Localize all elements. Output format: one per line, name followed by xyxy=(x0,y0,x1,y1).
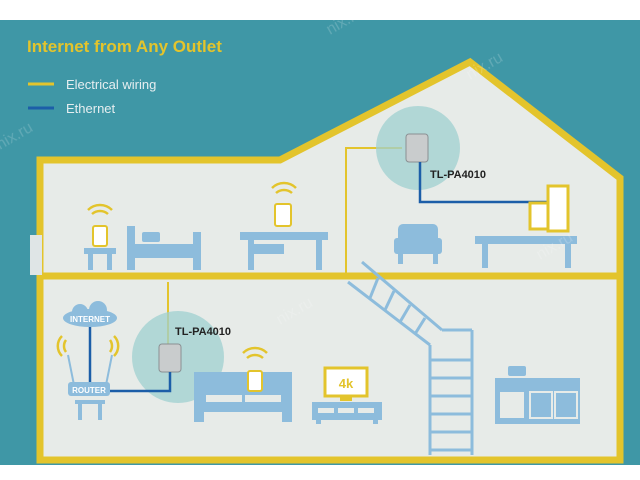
wifi-icon xyxy=(242,346,268,360)
ethernet-pc xyxy=(418,162,548,204)
phone-icon xyxy=(247,370,263,392)
adapter-label-downstairs: TL-PA4010 xyxy=(175,326,231,338)
powerline-adapter-downstairs xyxy=(158,343,182,373)
wifi-icon xyxy=(271,181,297,195)
router-icon xyxy=(67,354,113,420)
wifi-icon xyxy=(56,335,120,357)
sofa-icon xyxy=(194,372,292,422)
router-label: ROUTER xyxy=(72,386,106,395)
legend-ethernet-label: Ethernet xyxy=(66,101,116,116)
tv-icon xyxy=(323,366,369,398)
armchair-icon xyxy=(394,224,442,264)
bed-icon xyxy=(127,226,201,270)
tv-4k-badge: 4k xyxy=(339,376,354,391)
wifi-icon xyxy=(87,203,113,216)
tv-stand xyxy=(312,402,382,424)
internet-label: INTERNET xyxy=(70,315,110,324)
internet-cloud-icon xyxy=(63,301,117,327)
staircase xyxy=(347,260,474,455)
desk-upstairs xyxy=(475,236,577,244)
tablet-icon xyxy=(274,203,292,227)
kitchen-counter xyxy=(495,366,580,424)
ethernet-router xyxy=(108,372,172,393)
legend-wiring-label: Electrical wiring xyxy=(66,77,156,92)
title: Internet from Any Outlet xyxy=(27,37,222,56)
wall-outlet-box xyxy=(30,235,42,275)
powerline-adapter-upstairs xyxy=(405,133,429,163)
desk-upstairs-left xyxy=(240,232,328,270)
nightstand-left xyxy=(84,248,116,270)
tablet-icon xyxy=(92,225,108,247)
adapter-label-upstairs: TL-PA4010 xyxy=(430,169,486,181)
pc-tower-icon xyxy=(546,184,570,233)
